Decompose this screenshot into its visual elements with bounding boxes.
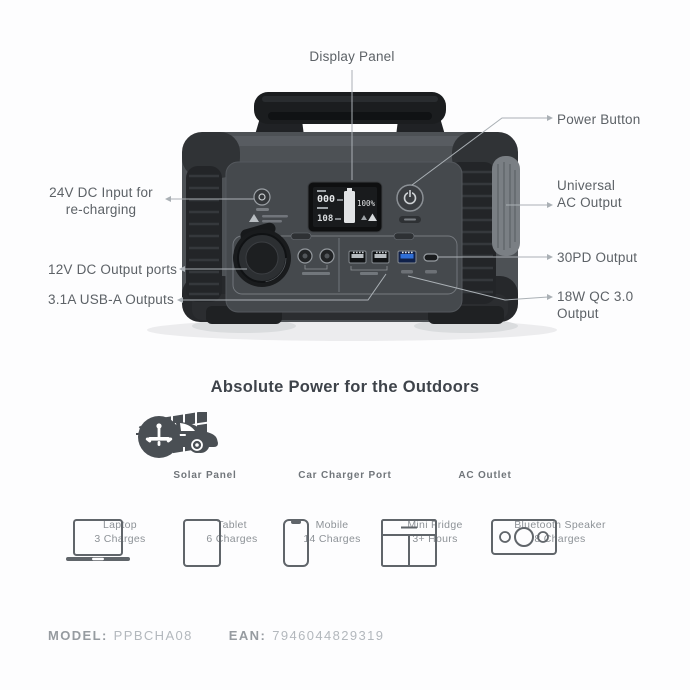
- callout-universal-ac: Universal AC Output: [557, 177, 622, 211]
- model-value: PPBCHA08: [113, 628, 193, 643]
- capacity-tablet: Tablet 6 Charges: [182, 518, 282, 614]
- usb-qc3-port: [397, 250, 417, 264]
- dc-12v-port: [233, 222, 291, 287]
- device-amount: 14 Charges: [303, 533, 361, 545]
- usba-line: [182, 273, 387, 301]
- source-label: Solar Panel: [173, 470, 237, 481]
- source-ac-outlet: AC Outlet: [138, 412, 555, 481]
- display-battery-level: 100%: [357, 199, 376, 208]
- callout-dc-input-line1: 24V DC Input for: [49, 185, 153, 200]
- power-button-line: [411, 117, 548, 186]
- display-input-watts: 000: [317, 194, 335, 205]
- callout-arrowheads: [165, 115, 553, 303]
- display-output-watts: 108: [317, 214, 333, 224]
- callout-power-button-text: Power Button: [557, 112, 641, 127]
- fan-icon: [361, 215, 367, 220]
- laptop-icon: [65, 519, 175, 614]
- device-name: Tablet: [217, 519, 247, 531]
- ean-label: EAN:: [228, 628, 267, 643]
- source-label: Car Charger Port: [298, 470, 392, 481]
- callout-display-panel-text: Display Panel: [309, 49, 395, 64]
- indicator-pills: [290, 232, 415, 240]
- section-title: Absolute Power for the Outdoors: [0, 378, 690, 397]
- callout-universal-ac-line2: AC Output: [557, 195, 622, 210]
- device-name: Mini Fridge: [407, 519, 463, 531]
- device-amount: 3 Charges: [94, 533, 146, 545]
- ean-value: 7946044829319: [272, 628, 385, 643]
- callout-dc-output-text: 12V DC Output ports: [48, 262, 178, 277]
- display-screen: 000 108 100%: [307, 181, 383, 233]
- power-sources-row: Solar Panel Car Charger Port: [135, 412, 555, 481]
- ac-output-side: [492, 156, 520, 256]
- callout-dc-input-line2: re-charging: [65, 202, 137, 217]
- model-label: MODEL:: [48, 628, 108, 643]
- capacity-laptop: Laptop 3 Charges: [65, 518, 175, 614]
- footer-specs: MODEL: PPBCHA08 EAN: 7946044829319: [48, 628, 384, 643]
- callout-dc-output: 12V DC Output ports: [48, 261, 177, 278]
- device-name: Bluetooth Speaker: [514, 519, 606, 531]
- section-title-text: Absolute Power for the Outdoors: [210, 378, 480, 396]
- qc-output-line: [407, 275, 549, 301]
- capacity-mobile: Mobile 14 Charges: [282, 518, 382, 614]
- model-spec: MODEL: PPBCHA08: [48, 628, 193, 643]
- warning-icon: [368, 213, 377, 221]
- callout-qc-output: 18W QC 3.0 Output: [557, 288, 633, 322]
- fridge-icon: [380, 519, 490, 614]
- source-car-charger: Car Charger Port: [143, 412, 415, 481]
- usb-a-port: [348, 250, 367, 264]
- ean-spec: EAN: 7946044829319: [229, 628, 385, 643]
- mobile-icon: [282, 519, 382, 614]
- usb-ports: [348, 250, 439, 275]
- dc-input-port: [249, 188, 288, 223]
- device-name: Mobile: [315, 519, 349, 531]
- usb-a-port: [371, 250, 390, 264]
- device-name: Laptop: [103, 519, 137, 531]
- callout-usba-outputs-text: 3.1A USB-A Outputs: [48, 292, 174, 307]
- usb-c-port: [423, 253, 439, 262]
- callout-qc-output-line1: 18W QC 3.0: [557, 289, 634, 304]
- callout-dc-input: 24V DC Input for re-charging: [36, 184, 166, 218]
- left-vent: [186, 166, 222, 302]
- battery-icon: [347, 188, 352, 191]
- tablet-icon: [182, 519, 282, 614]
- front-panel: 000 108 100%: [225, 161, 463, 313]
- capacity-bluetooth-speaker: Bluetooth Speaker 8 Charges: [490, 518, 630, 614]
- callout-lines: [170, 70, 549, 301]
- callout-pd-output: 30PD Output: [557, 249, 637, 266]
- speaker-icon: [490, 519, 630, 614]
- callout-pd-output-text: 30PD Output: [557, 250, 638, 265]
- source-label: AC Outlet: [458, 470, 512, 481]
- callout-qc-output-line2: Output: [557, 306, 599, 321]
- callout-usba-outputs: 3.1A USB-A Outputs: [48, 291, 174, 308]
- power-button-control: [396, 184, 424, 223]
- dc-out-ports: [297, 248, 335, 275]
- callout-power-button: Power Button: [557, 111, 640, 128]
- capacity-mini-fridge: Mini Fridge 3+ Hours: [380, 518, 490, 614]
- carry-handle: [250, 92, 450, 152]
- callout-display-panel: Display Panel: [282, 48, 422, 65]
- callout-universal-ac-line1: Universal: [557, 178, 616, 193]
